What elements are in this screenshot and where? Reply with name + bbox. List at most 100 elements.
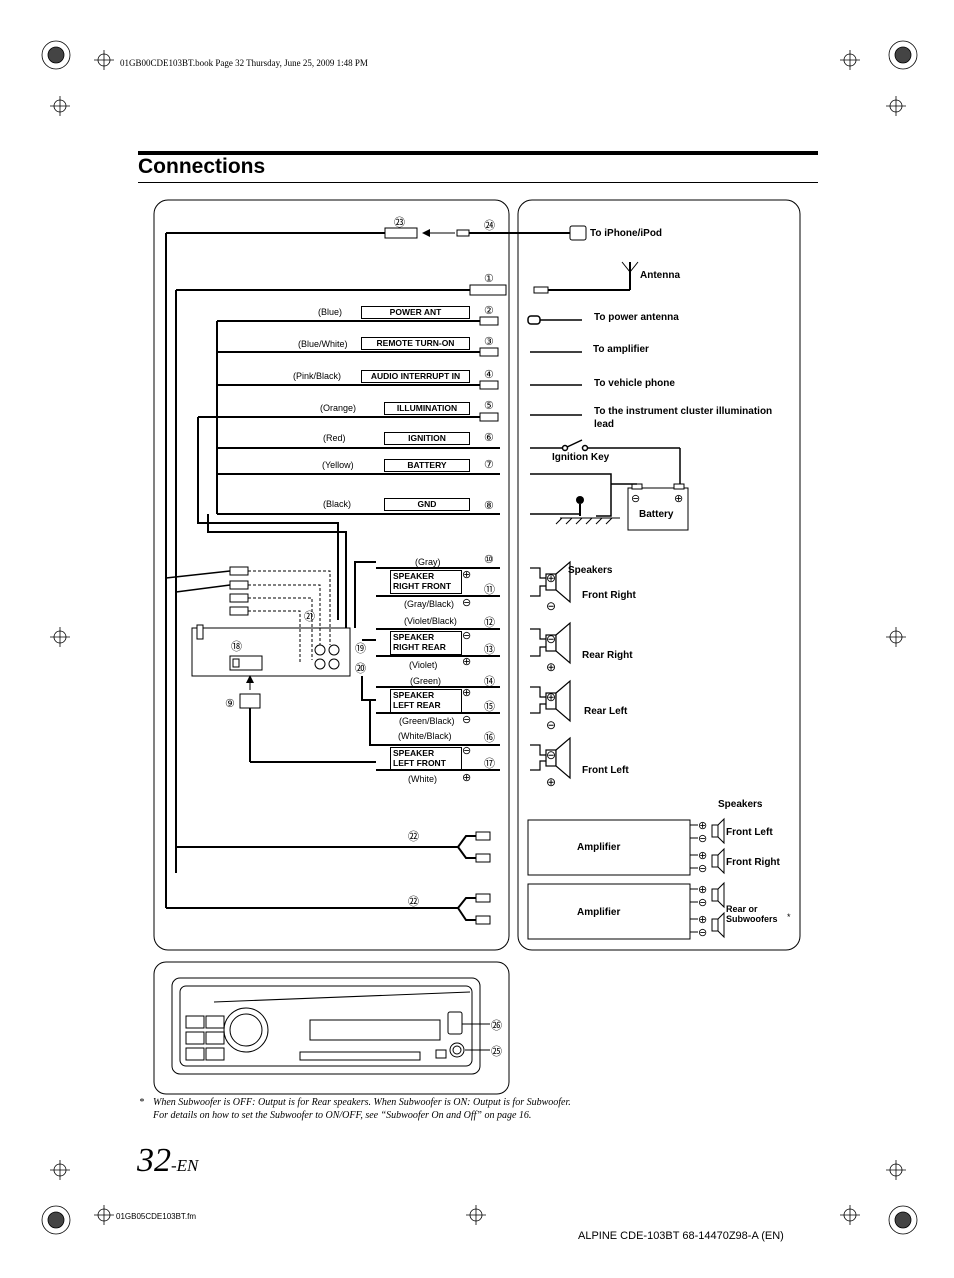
speaker-wire-num: ⑭	[484, 676, 495, 688]
svg-text:⊕: ⊕	[698, 850, 707, 862]
speaker-wire-sign: ⊖	[462, 597, 472, 609]
wire-color: (Orange)	[320, 403, 357, 413]
amp-polarity: ⊕⊖ ⊕⊖ ⊕⊖ ⊕⊖	[698, 820, 707, 939]
svg-text:⊕: ⊕	[546, 690, 556, 704]
wire-dest: To the instrument cluster illumination l…	[594, 406, 773, 430]
amp-front-left: Front Left	[726, 827, 773, 838]
callout-22a: ㉒	[408, 830, 419, 843]
amp-speakers-heading: Speakers	[718, 799, 763, 810]
title-rule-top	[138, 151, 818, 155]
rear-left-label: Rear Left	[584, 706, 628, 717]
wire-num: ③	[484, 336, 494, 348]
rca-preout-dashed	[248, 570, 331, 664]
svg-text:⊖: ⊖	[698, 927, 707, 939]
speaker-wire-color: (Gray/Black)	[404, 599, 455, 609]
callout-23: ㉓	[394, 216, 405, 229]
svg-text:⊖: ⊖	[698, 863, 707, 875]
footnote-line-1: When Subwoofer is OFF: Output is for Rea…	[153, 1097, 571, 1108]
callout-24: ㉔	[484, 219, 495, 232]
page-title: Connections	[138, 155, 266, 178]
ignition-key-label: Ignition Key	[552, 452, 610, 463]
svg-text:⊖: ⊖	[698, 897, 707, 909]
speakers-heading: Speakers	[568, 565, 613, 576]
amp-speaker-symbols	[690, 817, 725, 939]
wire-color: (Black)	[323, 499, 352, 509]
wire-num: ⑧	[484, 500, 494, 512]
callout-25: ㉕	[491, 1045, 502, 1058]
wire-num: ⑦	[484, 459, 494, 471]
battery-label: Battery	[639, 509, 674, 520]
svg-text:⊖: ⊖	[631, 493, 640, 505]
callout-1: ①	[484, 273, 494, 285]
speaker-wire-sign: ⊕	[462, 772, 472, 784]
speaker-wire-num: ⑪	[484, 584, 495, 596]
wire-dest: To vehicle phone	[594, 378, 675, 389]
wire-label: AUDIO INTERRUPT IN	[361, 370, 470, 383]
wire-label: GND	[384, 498, 470, 511]
connector-stubs	[479, 316, 499, 422]
callout-21: ㉑	[304, 610, 315, 623]
amp-asterisk: *	[787, 912, 791, 922]
speaker-wire-color: (Green)	[410, 676, 442, 686]
callout-22b: ㉒	[408, 895, 419, 908]
front-left-label: Front Left	[582, 765, 629, 776]
wire-num: ⑥	[484, 432, 494, 444]
speaker-wire-num: ⑰	[484, 758, 495, 770]
callout-20: ⑳	[355, 662, 366, 675]
wire-num: ②	[484, 305, 494, 317]
amplifier-1-label: Amplifier	[577, 842, 620, 853]
wire-num: ⑤	[484, 400, 494, 412]
callout-19: ⑲	[355, 642, 366, 655]
speaker-wire-sign: ⊖	[462, 714, 472, 726]
title-rule-bottom	[138, 182, 818, 183]
ignition-switch	[530, 439, 681, 484]
speaker-wire-sign: ⊖	[462, 745, 472, 757]
antenna-label: Antenna	[640, 270, 680, 281]
speaker-wire-color: (Violet)	[409, 660, 438, 670]
speaker-wire-color: (Green/Black)	[399, 716, 455, 726]
book-info: 01GB00CDE103BT.book Page 32 Thursday, Ju…	[120, 58, 368, 68]
svg-text:⊕: ⊕	[546, 571, 556, 585]
footnote-mark: *	[139, 1097, 144, 1108]
wire-label: REMOTE TURN-ON	[361, 337, 470, 350]
wire-color: (Red)	[323, 433, 346, 443]
harness-wires	[197, 320, 500, 628]
svg-text:⊖: ⊖	[546, 748, 556, 762]
wire-dest: To power antenna	[594, 312, 679, 323]
registration-mark	[41, 40, 918, 1235]
wire-label: BATTERY	[384, 459, 470, 472]
wire-label: POWER ANT	[361, 306, 470, 319]
rear-right-label: Rear Right	[582, 650, 633, 661]
speaker-wire-color: (White/Black)	[398, 731, 452, 741]
speaker-wire-color: (White)	[408, 774, 437, 784]
wire-dest: To amplifier	[593, 344, 649, 355]
svg-text:⊖: ⊖	[546, 632, 556, 646]
amp-rear-1: Rear or	[726, 904, 758, 914]
rca-sockets	[314, 644, 340, 670]
svg-text:⊖: ⊖	[698, 833, 707, 845]
rca-out-cables	[166, 592, 476, 921]
wire-color: (Blue)	[318, 307, 343, 317]
speaker-wire-sign: ⊖	[462, 630, 472, 642]
wire-label: IGNITION	[384, 432, 470, 445]
speaker-wire-sign: ⊕	[462, 569, 472, 581]
speaker-wire-sign: ⊕	[462, 687, 472, 699]
speaker-wire-num: ⑬	[484, 644, 495, 656]
svg-text:⊕: ⊕	[698, 820, 707, 832]
page-number: 32-EN	[137, 1142, 199, 1179]
svg-text:⊕: ⊕	[674, 493, 683, 505]
footer-file: 01GB05CDE103BT.fm	[116, 1212, 197, 1221]
wire-color: (Yellow)	[322, 460, 354, 470]
svg-text:⊖: ⊖	[546, 718, 556, 732]
speaker-wire-color: (Gray)	[415, 557, 441, 567]
svg-text:⊖: ⊖	[546, 599, 556, 613]
speaker-polarity: ⊕⊖ ⊖⊕ ⊕⊖ ⊖⊕	[546, 571, 556, 789]
speaker-wire-num: ⑯	[484, 732, 495, 744]
footer-model: ALPINE CDE-103BT 68-14470Z98-A (EN)	[578, 1230, 784, 1242]
amp-front-right: Front Right	[726, 857, 781, 868]
